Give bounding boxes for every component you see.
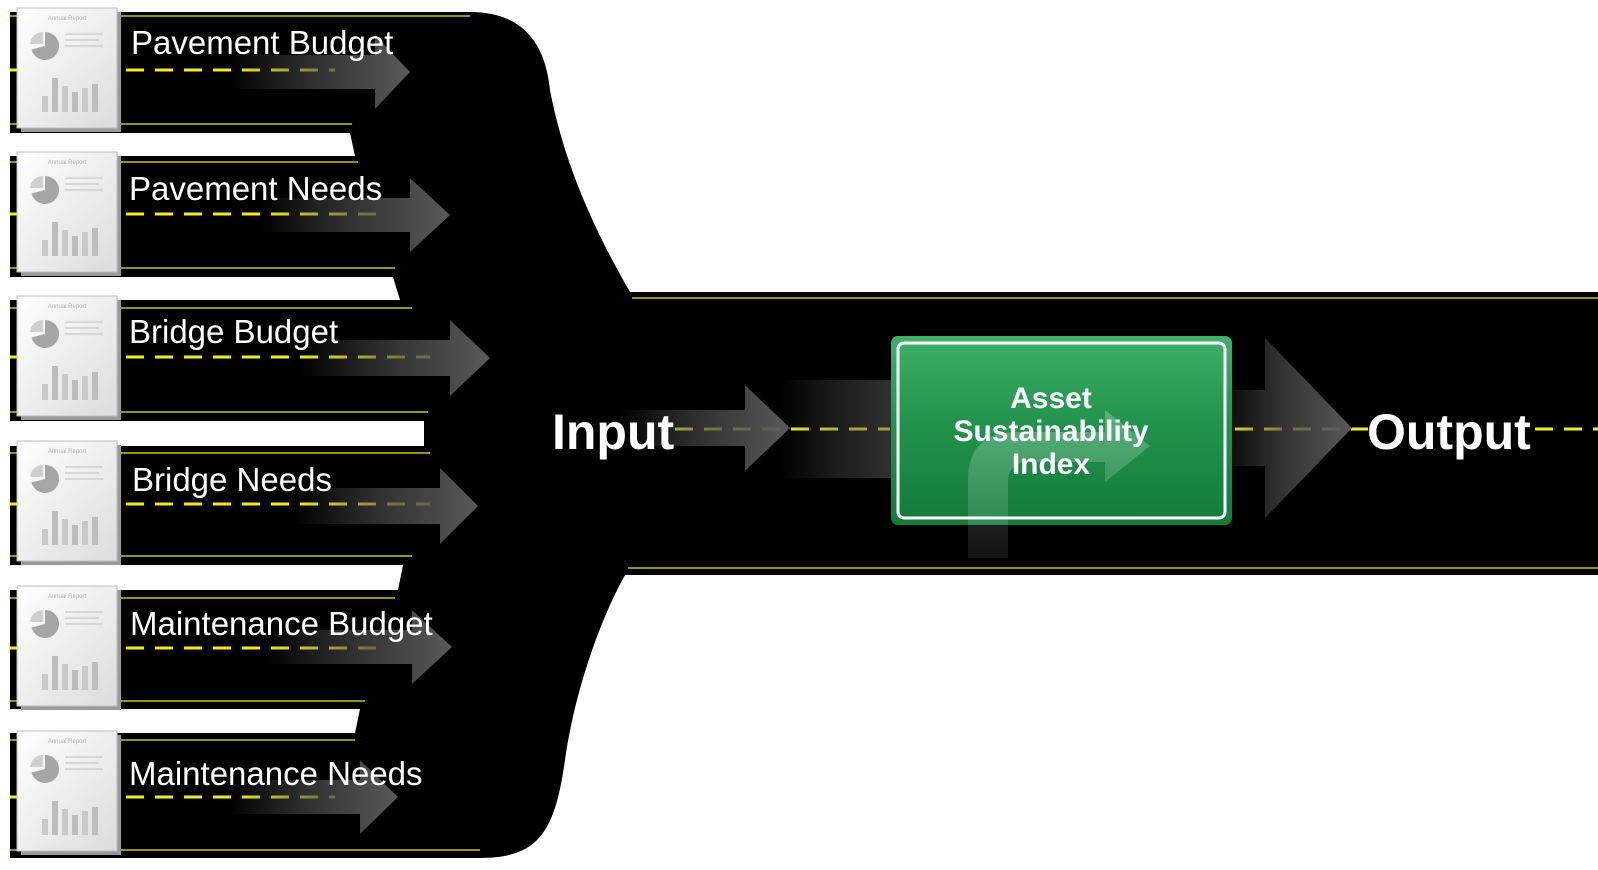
lane-arrow-6 bbox=[230, 760, 398, 834]
sign-line-2: Sustainability bbox=[953, 415, 1148, 448]
svg-text:Annual Report: Annual Report bbox=[48, 594, 87, 600]
report-icon: Annual Report bbox=[16, 7, 121, 132]
svg-text:Annual Report: Annual Report bbox=[48, 449, 87, 455]
report-icon: Annual Report bbox=[16, 585, 121, 710]
report-icon: Annual Report bbox=[16, 440, 121, 565]
lane-arrow-4 bbox=[295, 468, 478, 544]
asset-sustainability-index-sign: Asset Sustainability Index bbox=[891, 336, 1232, 558]
svg-text:Annual Report: Annual Report bbox=[48, 739, 87, 745]
input-labels: Pavement Budget Pavement Needs Bridge Bu… bbox=[129, 24, 433, 792]
input-label-maintenance-budget: Maintenance Budget bbox=[130, 605, 433, 642]
flow-band bbox=[780, 380, 895, 478]
lane-arrows bbox=[230, 35, 1352, 834]
report-icon: Annual Report bbox=[16, 151, 121, 276]
svg-text:Annual Report: Annual Report bbox=[48, 160, 87, 166]
sign-line-1: Asset bbox=[1010, 382, 1092, 415]
input-label-bridge-budget: Bridge Budget bbox=[129, 313, 338, 350]
input-label-pavement-budget: Pavement Budget bbox=[131, 24, 393, 61]
lane-arrow-2 bbox=[260, 178, 450, 252]
input-label-pavement-needs: Pavement Needs bbox=[129, 170, 382, 207]
input-arrow bbox=[620, 385, 790, 471]
svg-text:Annual Report: Annual Report bbox=[48, 304, 87, 310]
input-label-maintenance-needs: Maintenance Needs bbox=[129, 755, 423, 792]
output-label: Output bbox=[1367, 404, 1531, 460]
output-arrow bbox=[1215, 338, 1352, 518]
svg-text:Annual Report: Annual Report bbox=[48, 16, 87, 22]
input-label-bridge-needs: Bridge Needs bbox=[132, 461, 332, 498]
report-icon: Annual Report bbox=[16, 730, 121, 855]
lane-arrow-3 bbox=[300, 320, 490, 396]
sign-line-3: Index bbox=[1012, 448, 1091, 481]
lane-arrow-1 bbox=[230, 35, 410, 109]
lane-separators bbox=[10, 133, 424, 733]
report-icons: Annual Report Annual Report bbox=[16, 7, 121, 855]
input-label: Input bbox=[552, 404, 675, 460]
lane-arrow-5 bbox=[265, 610, 452, 684]
report-icon: Annual Report bbox=[16, 295, 121, 420]
turn-arrow-icon bbox=[968, 410, 1150, 558]
